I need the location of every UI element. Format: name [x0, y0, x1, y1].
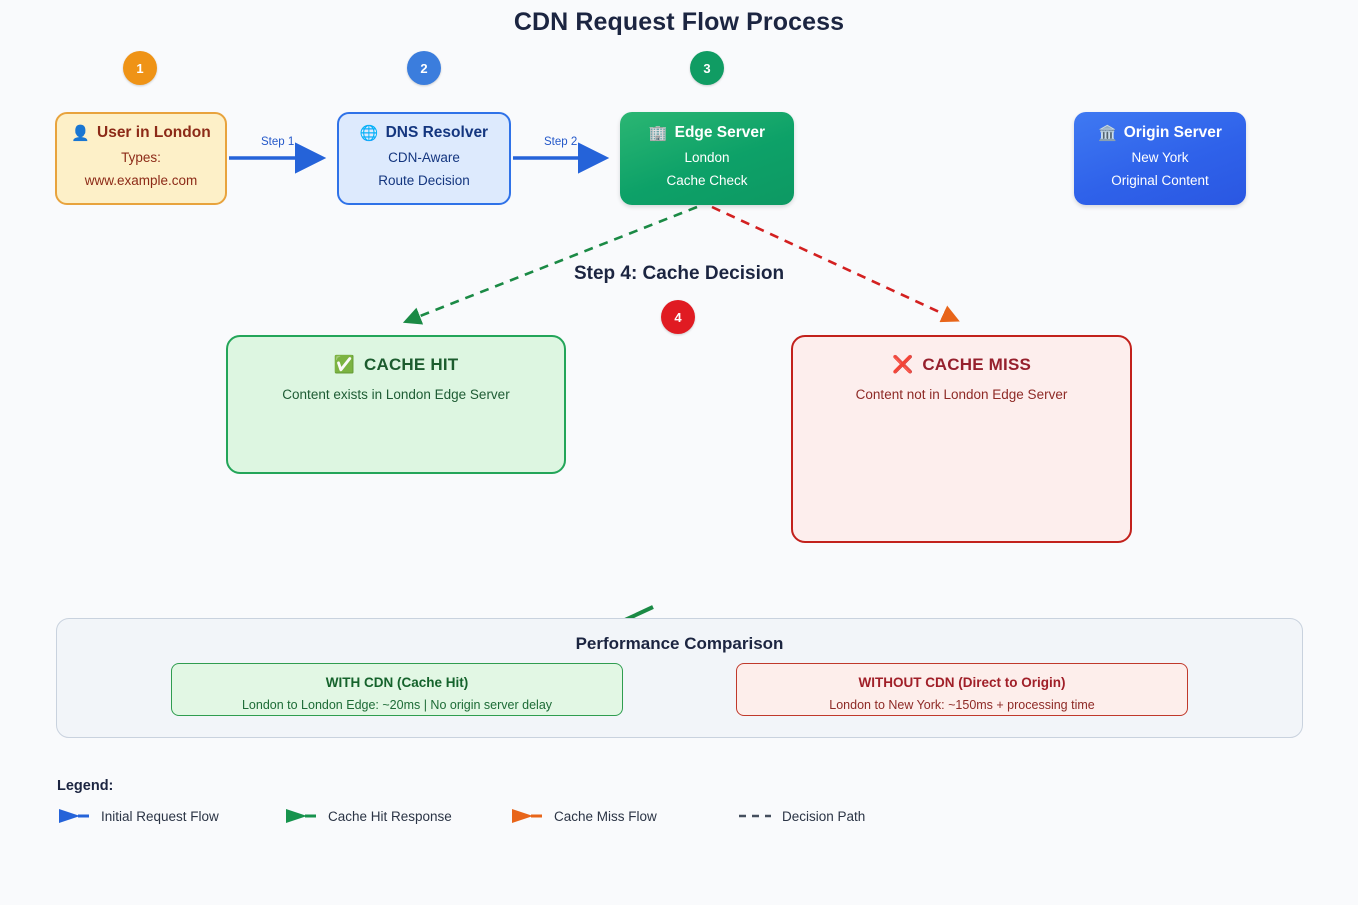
node-edge-server[interactable]: 🏢 Edge Server London Cache Check — [620, 112, 794, 205]
connector-cache-miss-path — [711, 205, 960, 323]
node-user-title-row: 👤 User in London — [71, 124, 210, 143]
outcome-cache-miss-subtitle: Content not in London Edge Server — [855, 387, 1068, 402]
node-user-line-1: Types: — [121, 150, 161, 166]
node-dns-line-1: CDN-Aware — [388, 150, 460, 166]
perf-card-with-cdn-title: WITH CDN (Cache Hit) — [325, 675, 469, 690]
arrow-orange-icon — [512, 809, 542, 823]
performance-comparison-title: Performance Comparison — [575, 634, 784, 653]
dashed-line-icon — [739, 814, 771, 818]
office-building-icon: 🏢 — [648, 125, 668, 143]
node-edge-title-row: 🏢 Edge Server — [649, 124, 765, 143]
node-origin-title-row: 🏛️ Origin Server — [1098, 124, 1222, 143]
legend-title: Legend: — [57, 778, 114, 794]
node-dns-title-row: 🌐 DNS Resolver — [360, 124, 488, 143]
node-user-title: User in London — [97, 124, 211, 142]
perf-card-with-cdn-subtitle: London to London Edge: ~20ms | No origin… — [241, 698, 553, 712]
outcome-cache-hit-title: CACHE HIT — [364, 355, 459, 374]
user-icon: 👤 — [71, 125, 90, 143]
node-dns-title: DNS Resolver — [385, 124, 489, 142]
step-badge-1: 1 — [123, 51, 157, 85]
perf-card-without-cdn-subtitle: London to New York: ~150ms + processing … — [829, 698, 1095, 712]
node-edge-title: Edge Server — [674, 124, 766, 142]
check-box-icon: ✅ — [333, 355, 355, 374]
node-origin-line-2: Original Content — [1111, 173, 1209, 189]
perf-card-with-cdn[interactable]: WITH CDN (Cache Hit) London to London Ed… — [171, 663, 623, 716]
globe-icon: 🌐 — [359, 125, 379, 143]
node-origin-line-1: New York — [1131, 150, 1189, 166]
arrow-blue-icon — [59, 809, 89, 823]
node-origin-title: Origin Server — [1123, 124, 1222, 142]
arrow-green-icon — [286, 809, 316, 823]
legend-label-decision-path: Decision Path — [782, 808, 866, 824]
node-dns-resolver[interactable]: 🌐 DNS Resolver CDN-Aware Route Decision — [337, 112, 511, 205]
perf-card-without-cdn[interactable]: WITHOUT CDN (Direct to Origin) London to… — [736, 663, 1188, 716]
legend-item-initial-request-flow: Initial Request Flow — [57, 806, 219, 826]
legend-label-cache-hit-response: Cache Hit Response — [328, 808, 452, 824]
outcome-cache-miss-title: CACHE MISS — [922, 355, 1032, 374]
page-title: CDN Request Flow Process — [513, 8, 845, 36]
node-user-line-2: www.example.com — [84, 173, 198, 189]
step-badge-3: 3 — [690, 51, 724, 85]
outcome-cache-hit-subtitle: Content exists in London Edge Server — [282, 387, 510, 402]
node-edge-line-1: London — [684, 150, 730, 166]
legend-label-initial-request-flow: Initial Request Flow — [101, 808, 219, 824]
outcome-cache-hit-title-row: ✅ CACHE HIT — [334, 355, 459, 375]
node-dns-line-2: Route Decision — [378, 173, 470, 189]
outcome-cache-miss[interactable]: ❌ CACHE MISS Content not in London Edge … — [791, 335, 1132, 543]
performance-comparison-panel: Performance Comparison WITH CDN (Cache H… — [56, 618, 1303, 738]
legend-item-cache-hit-response: Cache Hit Response — [284, 806, 452, 826]
step-badge-2: 2 — [407, 51, 441, 85]
legend-label-cache-miss-flow: Cache Miss Flow — [554, 808, 657, 824]
cross-mark-icon: ❌ — [891, 355, 914, 374]
perf-card-without-cdn-title: WITHOUT CDN (Direct to Origin) — [858, 675, 1066, 690]
legend-item-cache-miss-flow: Cache Miss Flow — [510, 806, 657, 826]
step-badge-4: 4 — [661, 300, 695, 334]
classical-building-icon: 🏛️ — [1098, 125, 1117, 143]
step4-heading: Step 4: Cache Decision — [573, 263, 785, 284]
edge-label-step1: Step 1 — [261, 136, 295, 148]
edge-label-step2: Step 2 — [544, 136, 578, 148]
outcome-cache-miss-title-row: ❌ CACHE MISS — [892, 355, 1031, 375]
node-origin-server[interactable]: 🏛️ Origin Server New York Original Conte… — [1074, 112, 1246, 205]
node-edge-line-2: Cache Check — [666, 173, 748, 189]
node-user-in-london[interactable]: 👤 User in London Types: www.example.com — [55, 112, 227, 205]
outcome-cache-hit[interactable]: ✅ CACHE HIT Content exists in London Edg… — [226, 335, 566, 474]
legend-item-decision-path: Decision Path — [738, 806, 865, 826]
